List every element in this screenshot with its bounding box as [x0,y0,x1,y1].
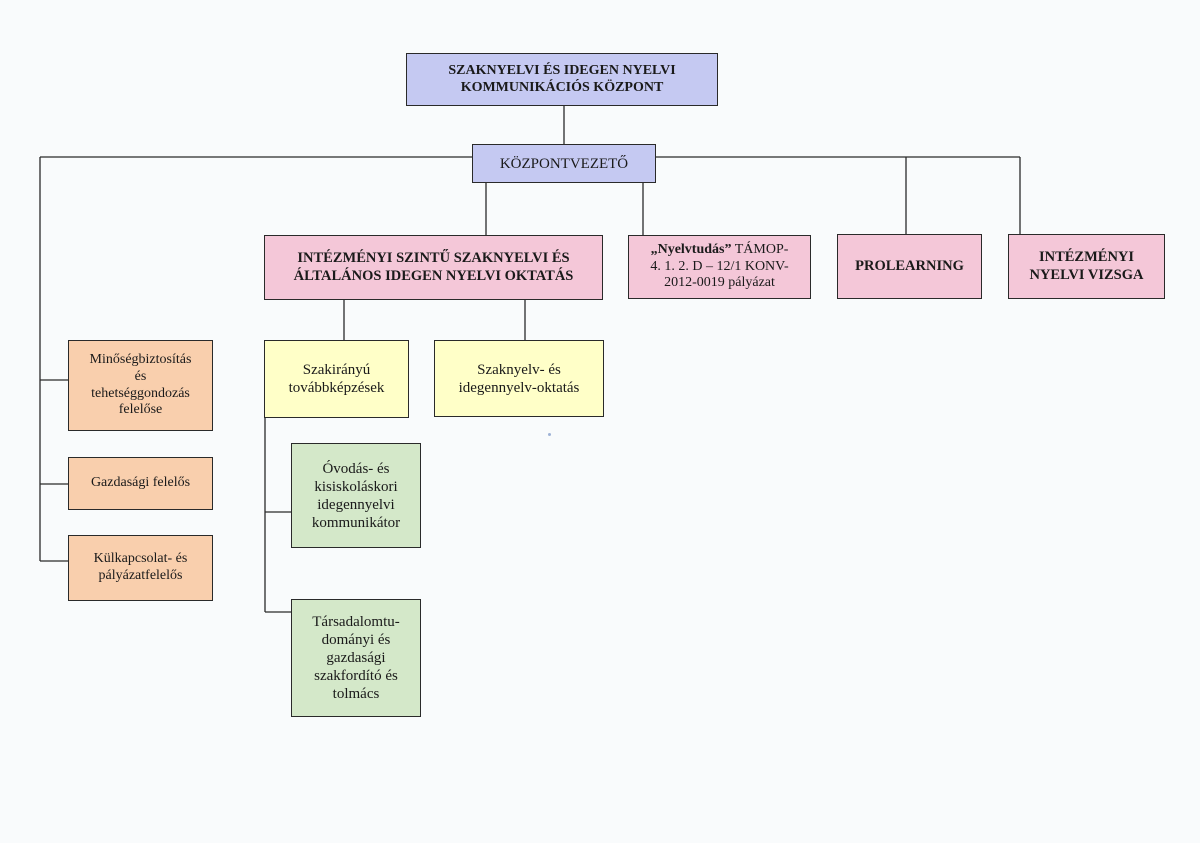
node-label-bold: „Nyelvtudás” [650,241,732,257]
node-label: NYELVI VIZSGA [1029,266,1144,283]
node-kindergarten-communicator: Óvodás- és kisiskoláskori idegennyelvi k… [291,443,421,548]
node-language-teaching: Szaknyelv- és idegennyelv-oktatás [434,340,604,417]
node-label: tehetséggondozás [91,385,190,401]
node-label: TÁMOP- [731,241,789,257]
node-label: 4. 1. 2. D – 12/1 KONV- [650,258,789,274]
node-foreign-relations-officer: Külkapcsolat- és pályázatfelelős [68,535,213,601]
node-label: Óvodás- és [322,460,390,477]
node-label: idegennyelvi [317,496,395,513]
node-label: szakfordító és [314,668,398,684]
node-label: ÁLTALÁNOS IDEGEN NYELVI OKTATÁS [293,267,574,284]
node-label: kisiskoláskori [314,478,398,495]
node-label: pályázatfelelős [98,568,183,583]
node-label: INTÉZMÉNYI [1038,249,1135,266]
node-label: Társadalomtu- [312,614,400,630]
node-label: 2012-0019 pályázat [664,275,775,291]
scan-speck [548,433,551,436]
node-label: és [134,368,147,384]
node-director: KÖZPONTVEZETŐ [472,144,656,183]
node-institutional-exam: INTÉZMÉNYI NYELVI VIZSGA [1008,234,1165,299]
node-label: kommunikátor [311,514,401,531]
node-label: gazdasági [326,650,386,666]
node-label: Szaknyelv- és [477,361,561,378]
node-label: továbbképzések [288,380,385,396]
node-finance-officer: Gazdasági felelős [68,457,213,510]
node-label: INTÉZMÉNYI SZINTŰ SZAKNYELVI ÉS [297,250,570,267]
node-label: Szakirányú [302,362,371,378]
node-label: dományi és [321,632,391,648]
node-label: Gazdasági felelős [90,475,191,491]
node-label: SZAKNYELVI ÉS IDEGEN NYELVI [448,62,676,78]
node-label: Minőségbiztosítás [89,351,192,367]
node-translator-interpreter: Társadalomtu- dományi és gazdasági szakf… [291,599,421,717]
node-label: KÖZPONTVEZETŐ [499,155,629,172]
node-label: felelőse [118,402,163,418]
node-label: idegennyelv-oktatás [458,379,580,396]
node-label: tolmács [332,686,380,702]
node-label: Külkapcsolat- és [93,551,188,567]
node-label: KOMMUNIKÁCIÓS KÖZPONT [460,79,664,95]
node-root: SZAKNYELVI ÉS IDEGEN NYELVI KOMMUNIKÁCIÓ… [406,53,718,106]
node-nyelvtudas-project: „Nyelvtudás” TÁMOP- 4. 1. 2. D – 12/1 KO… [628,235,811,299]
node-quality-officer: Minőségbiztosítás és tehetséggondozás fe… [68,340,213,431]
node-label: PROLEARNING [855,257,964,274]
node-institutional-teaching: INTÉZMÉNYI SZINTŰ SZAKNYELVI ÉS ÁLTALÁNO… [264,235,603,300]
node-prolearning: PROLEARNING [837,234,982,299]
node-specialized-training: Szakirányú továbbképzések [264,340,409,418]
